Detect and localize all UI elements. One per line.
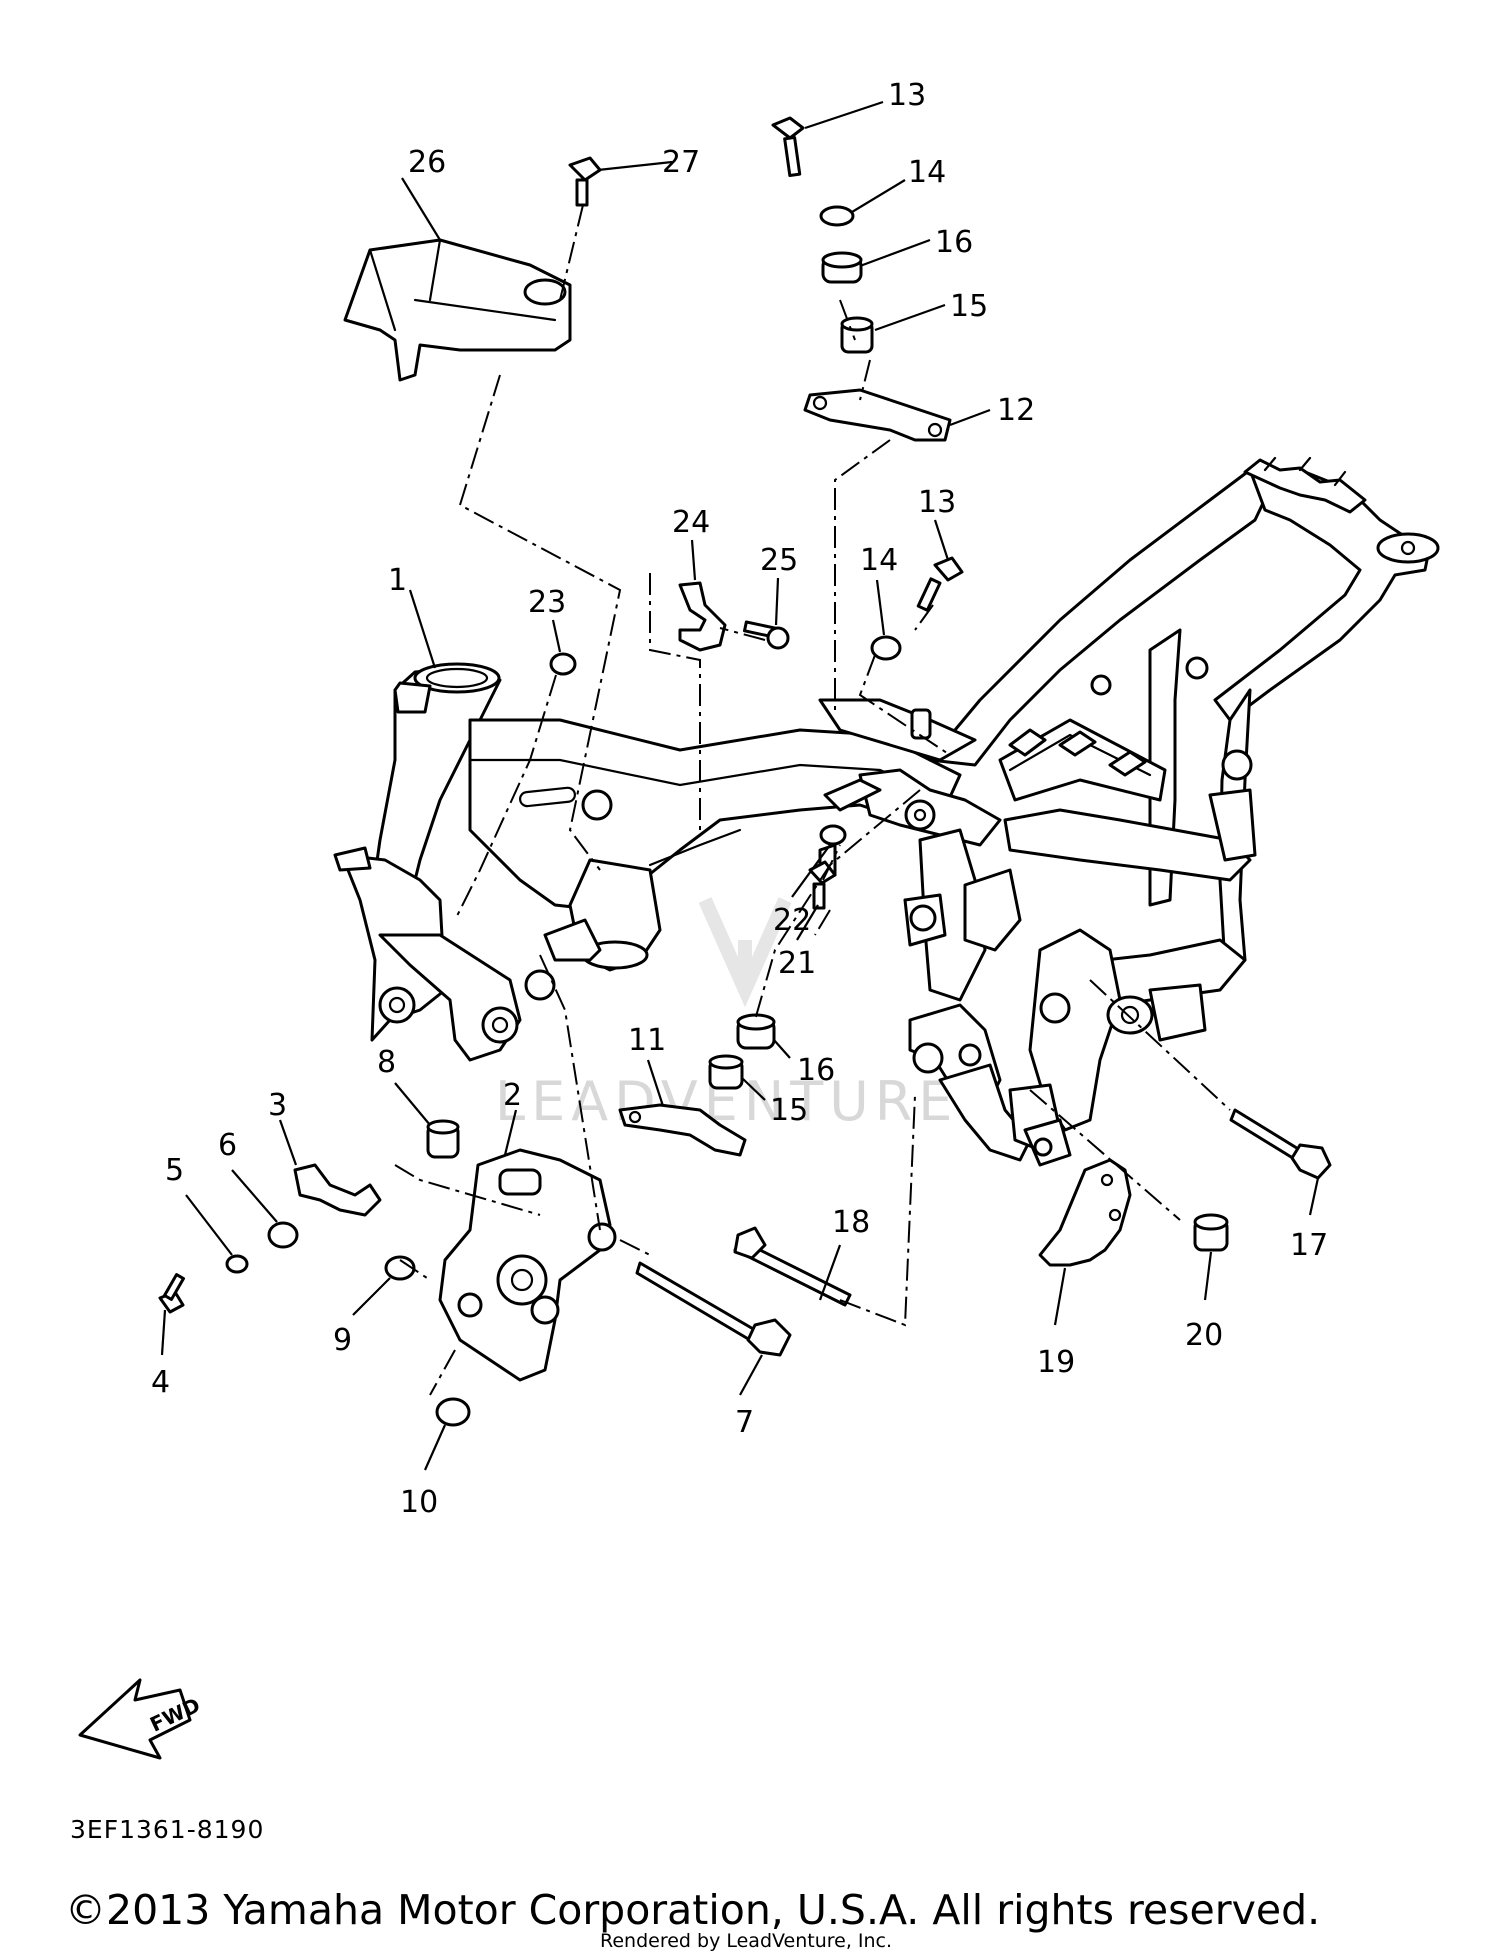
callout-25: 25 [760, 543, 798, 578]
callout-23: 23 [528, 585, 566, 620]
part-27-bolt [568, 156, 602, 207]
callout-24: 24 [672, 505, 710, 540]
part-16-collar-top [821, 251, 863, 284]
leader-lines [160, 100, 1320, 1471]
callout-9: 9 [333, 1323, 352, 1358]
callout-5: 5 [165, 1153, 184, 1188]
part-14-washer-top [819, 205, 855, 227]
callout-10: 10 [400, 1485, 438, 1520]
part-21-bolt [808, 860, 837, 910]
part-12-bracket [803, 388, 952, 442]
callout-7: 7 [735, 1405, 754, 1440]
callout-12: 12 [997, 393, 1035, 428]
main-frame [333, 456, 1440, 1167]
callout-22: 22 [773, 903, 811, 938]
part-20-collar [1193, 1213, 1229, 1252]
callout-6: 6 [218, 1128, 237, 1163]
part-7-bolt [635, 1261, 792, 1357]
part-3-bracket [293, 1163, 382, 1217]
callout-15-lower: 15 [770, 1093, 808, 1128]
part-8-collar [426, 1119, 460, 1159]
part-15-collar-top [840, 316, 874, 354]
part-26-cover [343, 238, 572, 382]
part-4-bolt [158, 1273, 185, 1314]
callout-14-top: 14 [908, 155, 946, 190]
copyright-text: ©2013 Yamaha Motor Corporation, U.S.A. A… [65, 1886, 1320, 1934]
part-2-engine-bracket [438, 1148, 617, 1382]
part-15-collar-lower [708, 1054, 744, 1090]
callout-1: 1 [388, 563, 407, 598]
part-10-washer [435, 1397, 471, 1427]
callout-15-top: 15 [950, 289, 988, 324]
callout-2: 2 [503, 1078, 522, 1113]
part-18-bolt [733, 1226, 852, 1307]
callout-21: 21 [778, 946, 816, 981]
assembly-lines [394, 204, 1231, 1396]
part-9-washer [384, 1255, 416, 1281]
callout-18: 18 [832, 1205, 870, 1240]
part-19-bracket [1038, 1158, 1132, 1267]
fwd-arrow-icon: FWD [78, 1678, 204, 1760]
callout-4: 4 [151, 1365, 170, 1400]
part-13-bolt-top [771, 116, 805, 178]
part-23-clip [549, 652, 577, 676]
callout-20: 20 [1185, 1318, 1223, 1353]
callout-26: 26 [408, 145, 446, 180]
callout-14-mid: 14 [860, 543, 898, 578]
part-5-washer [225, 1254, 249, 1274]
callout-27: 27 [662, 145, 700, 180]
callout-16-top: 16 [935, 225, 973, 260]
part-25-screw [742, 620, 790, 650]
callout-3: 3 [268, 1088, 287, 1123]
part-16-collar-lower [736, 1013, 776, 1050]
callout-16-lower: 16 [797, 1053, 835, 1088]
callout-11: 11 [628, 1023, 666, 1058]
callout-13-top: 13 [888, 78, 926, 113]
callout-13-mid: 13 [918, 485, 956, 520]
callout-19: 19 [1037, 1345, 1075, 1380]
part-11-bracket [618, 1103, 747, 1157]
part-24-clamp [678, 581, 727, 652]
part-22-nut [819, 824, 847, 846]
callout-8: 8 [377, 1045, 396, 1080]
part-13-bolt-mid [916, 556, 964, 612]
part-14-washer-mid [870, 635, 902, 661]
callout-17: 17 [1290, 1228, 1328, 1263]
rendered-by-text: Rendered by LeadVenture, Inc. [600, 1930, 892, 1951]
part-6-washer [267, 1221, 299, 1249]
diagram-code: 3EF1361-8190 [70, 1815, 264, 1844]
callout-labels: 1 2 3 4 5 6 7 8 9 10 11 12 13 13 14 14 1… [151, 78, 1328, 1520]
part-17-bolt [1229, 1108, 1332, 1180]
